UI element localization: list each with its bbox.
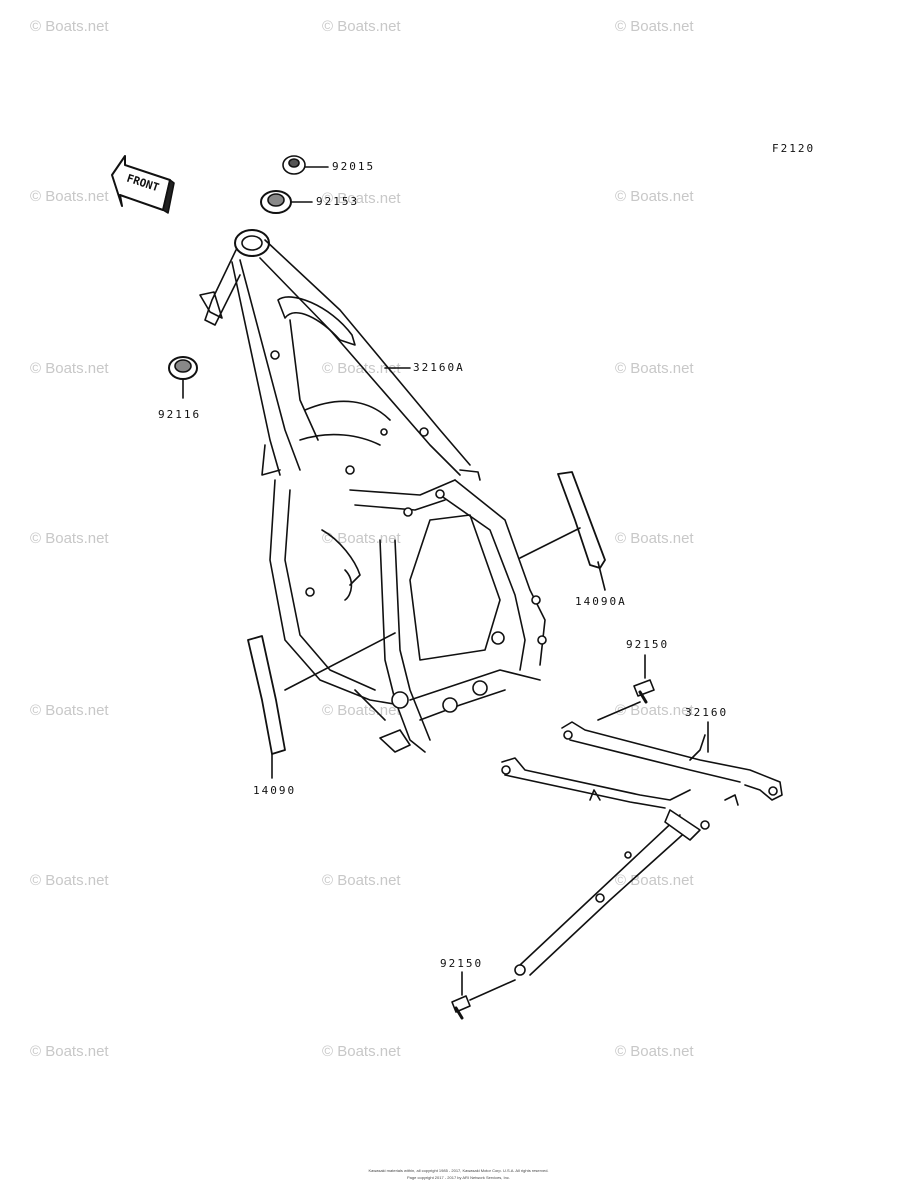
bearing-92116 bbox=[168, 356, 198, 399]
watermark: © Boats.net bbox=[30, 360, 109, 377]
watermark: © Boats.net bbox=[615, 360, 694, 377]
watermark: © Boats.net bbox=[615, 1043, 694, 1060]
watermark: © Boats.net bbox=[615, 872, 694, 889]
nut-92015 bbox=[282, 155, 329, 175]
watermark: © Boats.net bbox=[30, 530, 109, 547]
watermark: © Boats.net bbox=[322, 18, 401, 35]
part-label-14090[interactable]: 14090 bbox=[253, 784, 297, 797]
bolt-92150-lower bbox=[451, 971, 516, 1020]
bolt-92150-upper bbox=[597, 654, 655, 721]
watermark: © Boats.net bbox=[322, 702, 401, 719]
watermark: © Boats.net bbox=[30, 188, 109, 205]
copyright-line-1: Kawasaki materials within, all copyright… bbox=[368, 1168, 549, 1173]
part-label-32160A[interactable]: 32160A bbox=[413, 361, 465, 374]
copyright-line-2: Page copyright 2017 - 2017 by ARI Networ… bbox=[407, 1175, 510, 1180]
guard-14090A bbox=[519, 471, 606, 591]
watermark: © Boats.net bbox=[30, 18, 109, 35]
part-label-92150-lower[interactable]: 92150 bbox=[440, 957, 484, 970]
sub-frame-32160 bbox=[501, 721, 783, 976]
watermark: © Boats.net bbox=[322, 360, 401, 377]
watermark: © Boats.net bbox=[322, 530, 401, 547]
guard-14090 bbox=[247, 632, 396, 779]
watermark: © Boats.net bbox=[615, 188, 694, 205]
part-label-92153[interactable]: 92153 bbox=[316, 195, 360, 208]
part-label-92015[interactable]: 92015 bbox=[332, 160, 376, 173]
watermark: © Boats.net bbox=[322, 872, 401, 889]
watermark: © Boats.net bbox=[615, 18, 694, 35]
watermark: © Boats.net bbox=[30, 1043, 109, 1060]
watermark: © Boats.net bbox=[30, 702, 109, 719]
watermark: © Boats.net bbox=[30, 872, 109, 889]
watermark: © Boats.net bbox=[615, 530, 694, 547]
watermark: © Boats.net bbox=[615, 702, 694, 719]
diagram-code: F2120 bbox=[772, 142, 816, 155]
part-label-92116[interactable]: 92116 bbox=[158, 408, 202, 421]
watermark: © Boats.net bbox=[322, 1043, 401, 1060]
main-frame-32160A bbox=[199, 229, 547, 753]
bearing-92153 bbox=[260, 190, 313, 214]
front-arrow-icon: FRONT bbox=[111, 155, 175, 214]
watermark: © Boats.net bbox=[322, 190, 401, 207]
part-label-14090A[interactable]: 14090A bbox=[575, 595, 627, 608]
part-label-32160[interactable]: 32160 bbox=[685, 706, 729, 719]
part-label-92150-upper[interactable]: 92150 bbox=[626, 638, 670, 651]
